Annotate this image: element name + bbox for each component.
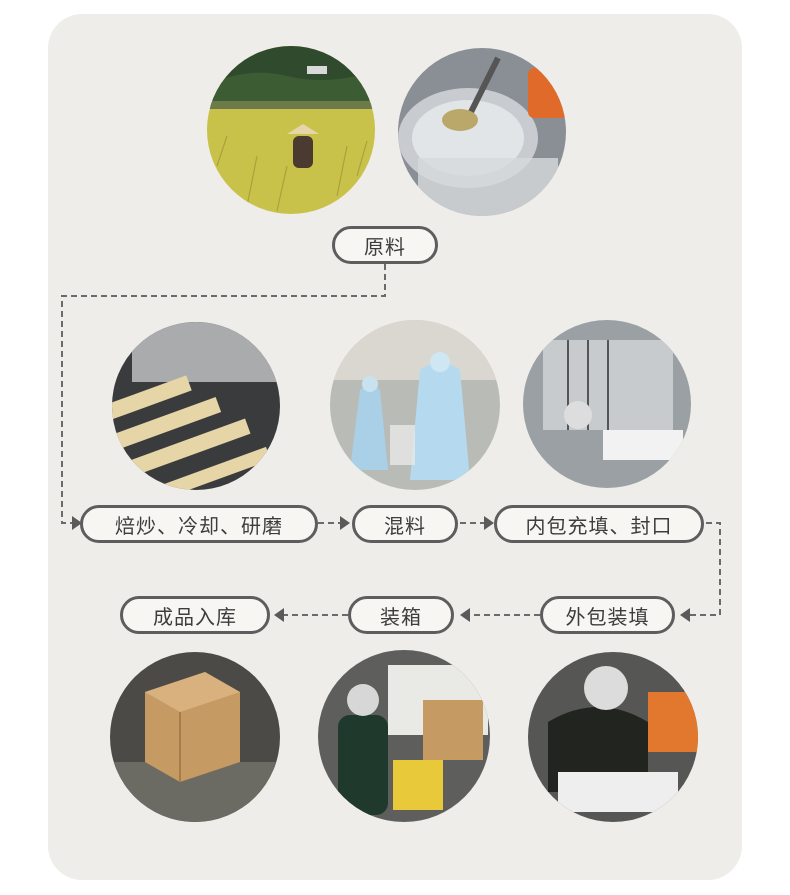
roasting-conveyor-photo xyxy=(112,322,280,490)
step-inner-pack-seal: 内包充填、封口 xyxy=(494,505,704,543)
sachet-packing-worker-photo xyxy=(528,652,698,822)
rice-field-farmer-photo xyxy=(207,46,375,214)
step-boxing: 装箱 xyxy=(348,596,454,634)
grain-scoop-photo xyxy=(398,48,566,216)
mixing-workers-photo xyxy=(330,320,500,490)
step-outer-pack: 外包装填 xyxy=(540,596,675,634)
step-mix: 混料 xyxy=(352,505,458,543)
step-raw-material: 原料 xyxy=(332,226,438,264)
step-finished-storage: 成品入库 xyxy=(120,596,270,634)
step-roast-cool-grind: 焙炒、冷却、研磨 xyxy=(80,505,318,543)
boxing-worker-photo xyxy=(318,650,490,822)
warehouse-pallet-photo xyxy=(110,652,280,822)
packaging-machine-photo xyxy=(523,320,691,488)
